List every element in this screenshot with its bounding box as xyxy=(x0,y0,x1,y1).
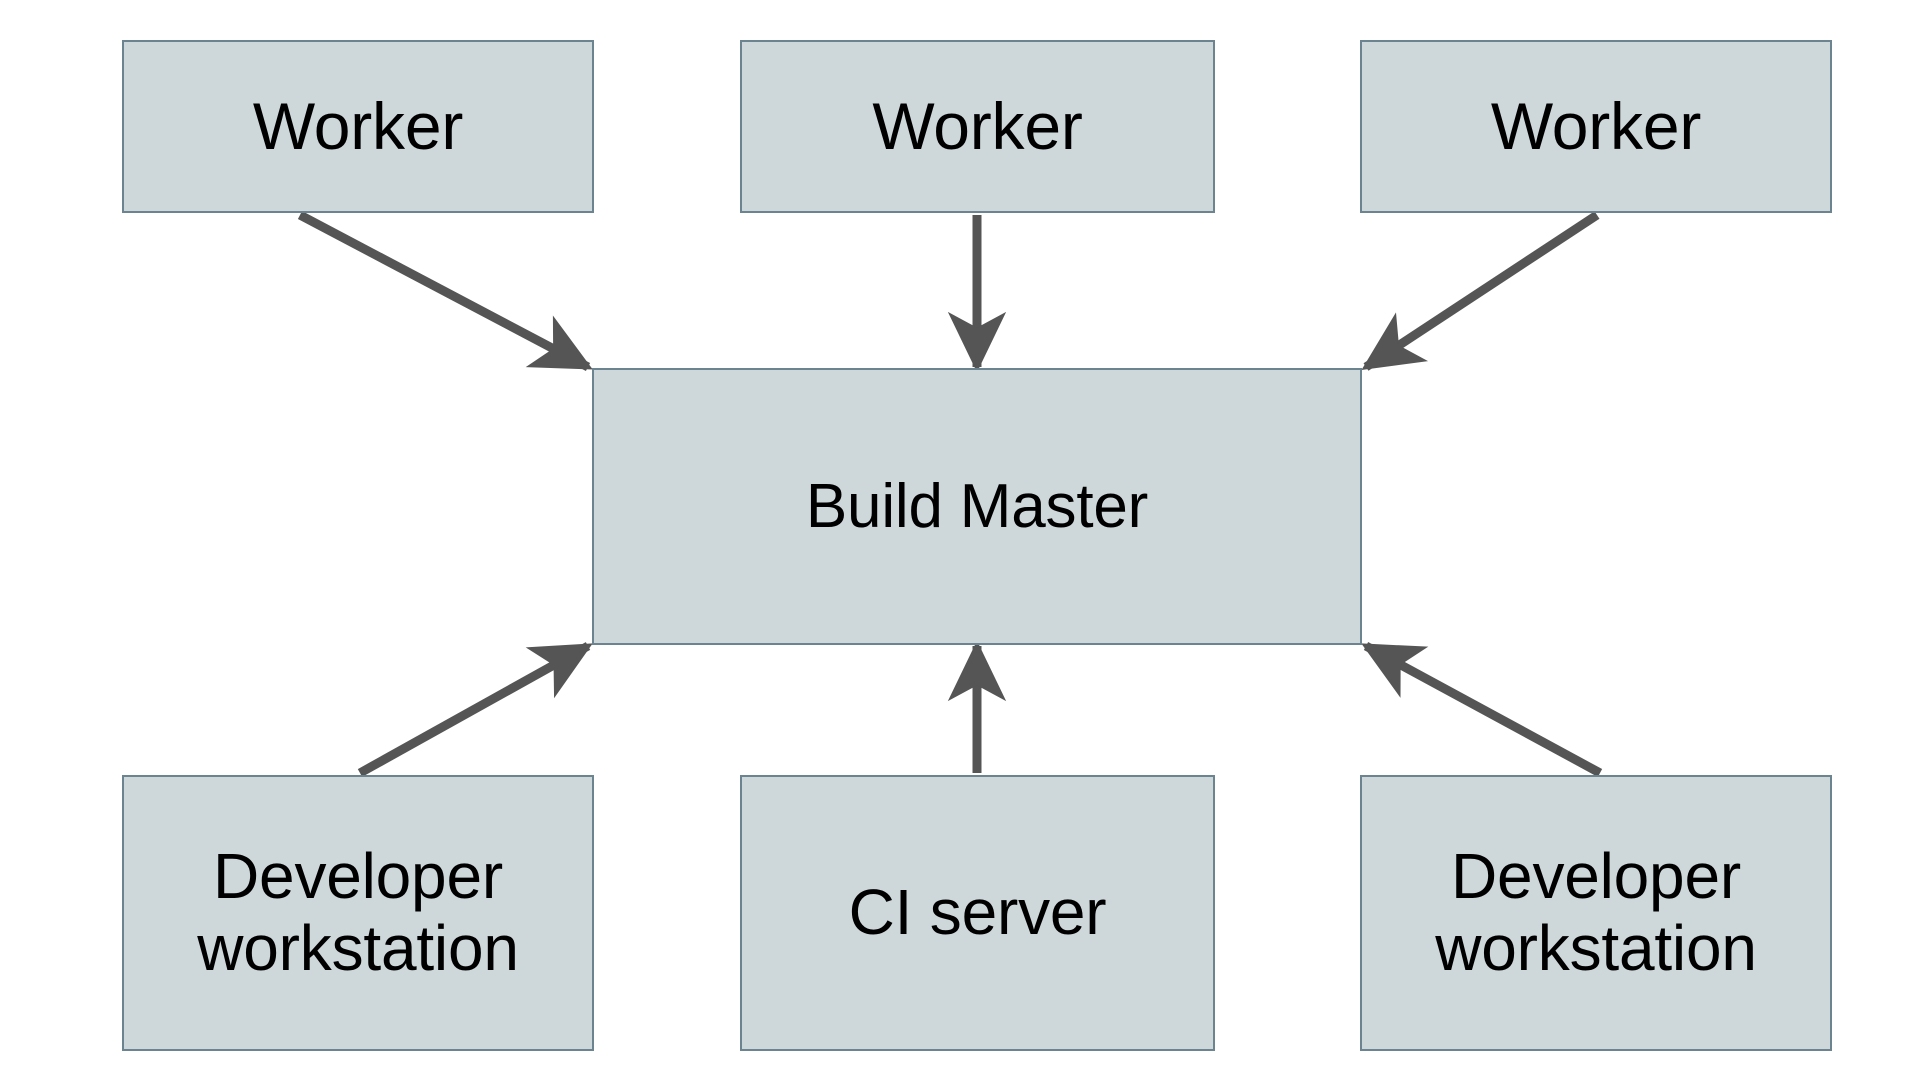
edge-dev-br-to-master xyxy=(1361,642,1603,777)
node-build-master[interactable]: Build Master xyxy=(592,368,1362,645)
node-worker-top-mid[interactable]: Worker xyxy=(740,40,1215,213)
edge-worker-tl-to-master xyxy=(297,211,593,371)
edge-dev-bl-to-master xyxy=(357,642,593,777)
edge-worker-tr-to-master xyxy=(1361,211,1600,371)
node-developer-workstation-right[interactable]: Developer workstation xyxy=(1360,775,1832,1051)
node-worker-top-right[interactable]: Worker xyxy=(1360,40,1832,213)
node-worker-top-left[interactable]: Worker xyxy=(122,40,594,213)
node-developer-workstation-left[interactable]: Developer workstation xyxy=(122,775,594,1051)
node-ci-server[interactable]: CI server xyxy=(740,775,1215,1051)
